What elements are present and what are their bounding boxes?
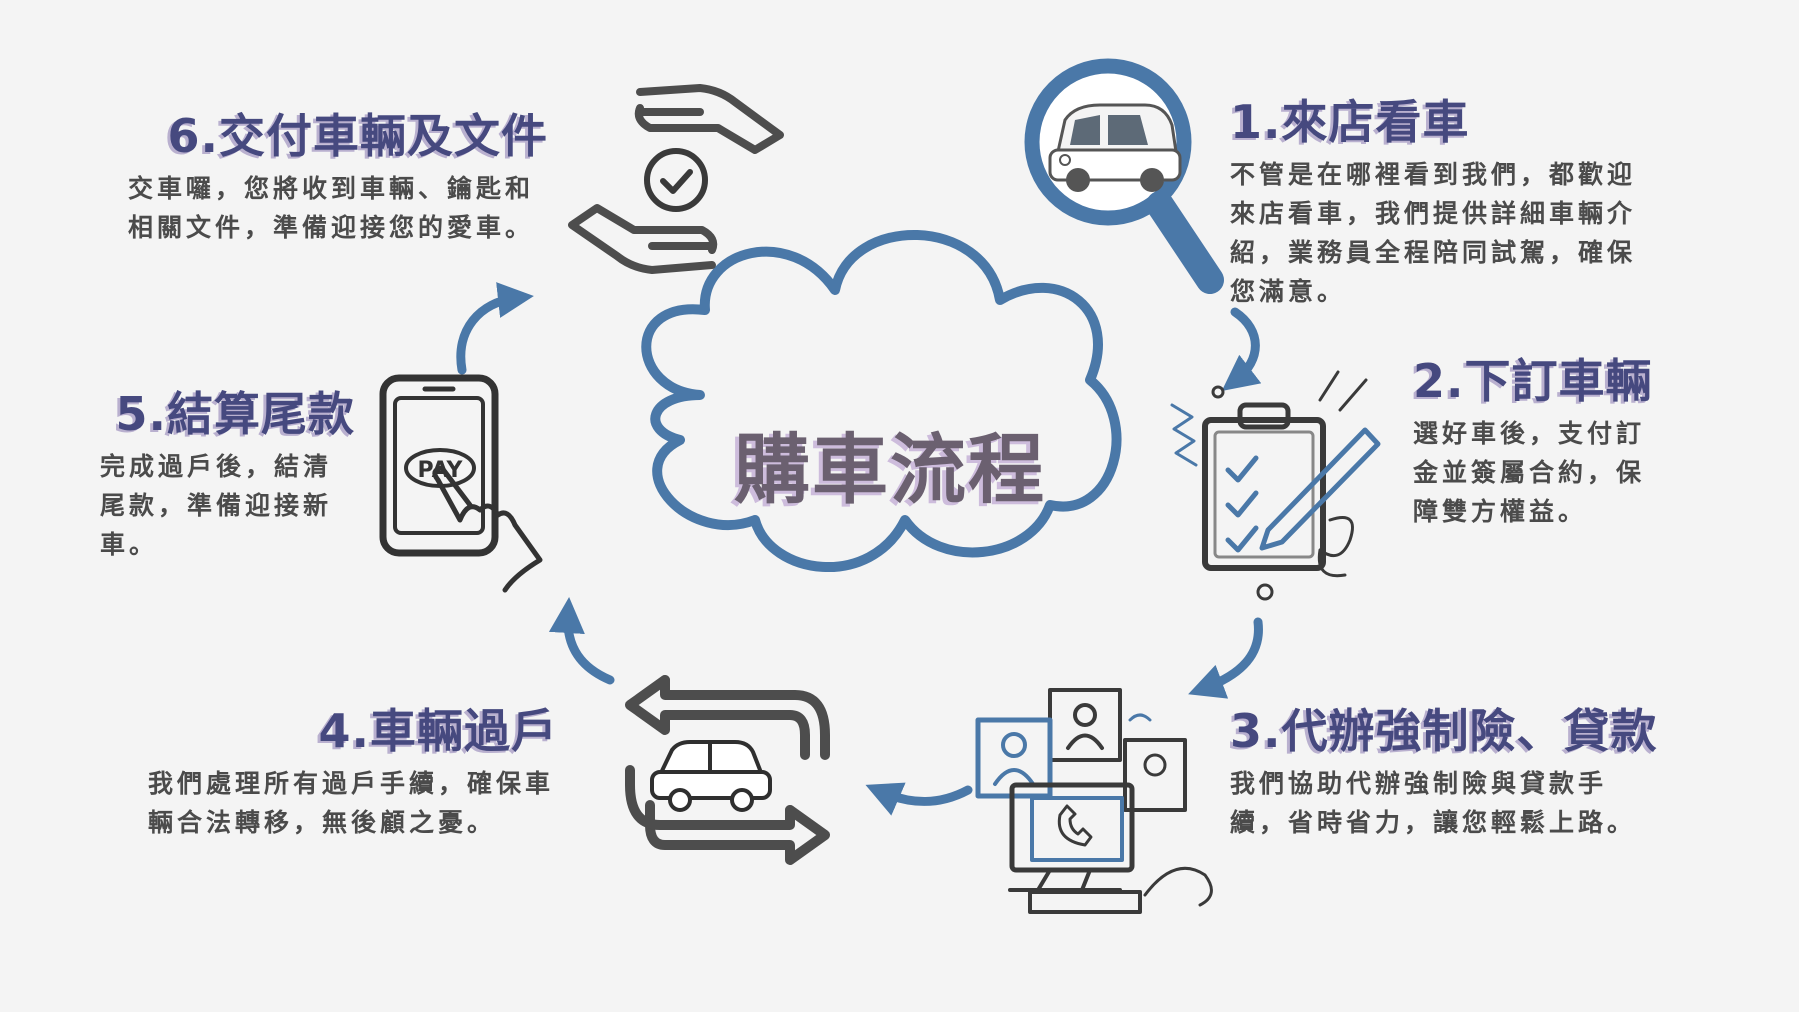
video-call-icon xyxy=(975,688,1213,914)
magnifier-car-icon xyxy=(1024,58,1224,294)
step-2: 2.下訂車輛 選好車後，支付訂金並簽屬合約，保障雙方權益。 xyxy=(1413,355,1673,531)
step-4: 4.車輛過戶 我們處理所有過戶手續，確保車輛合法轉移，無後顧之憂。 xyxy=(148,705,558,842)
step-1: 1.來店看車 不管是在哪裡看到我們，都歡迎來店看車，我們提供詳細車輛介紹，業務員… xyxy=(1230,96,1650,311)
arrow-1-to-2 xyxy=(1221,307,1262,391)
arrow-4-to-5 xyxy=(548,597,615,685)
center-title: 購車流程 xyxy=(734,425,1046,514)
car-icon xyxy=(650,740,772,812)
step-2-desc: 選好車後，支付訂金並簽屬合約，保障雙方權益。 xyxy=(1413,418,1646,526)
step-4-desc: 我們處理所有過戶手續，確保車輛合法轉移，無後顧之憂。 xyxy=(148,768,555,837)
hands-check-icon xyxy=(568,84,784,274)
step-6-title: 6.交付車輛及文件 xyxy=(167,109,548,163)
arrow-3-to-4 xyxy=(865,782,973,816)
cloud-shape xyxy=(641,230,1122,572)
step-5-title: 5.結算尾款 xyxy=(115,387,355,441)
step-5-desc: 完成過戶後，結清尾款，準備迎接新車。 xyxy=(100,451,333,559)
arrow-5-to-6 xyxy=(456,282,534,375)
step-1-desc: 不管是在哪裡看到我們，都歡迎來店看車，我們提供詳細車輛介紹，業務員全程陪同試駕，… xyxy=(1230,159,1637,306)
step-5: 5.結算尾款 完成過戶後，結清尾款，準備迎接新車。 xyxy=(100,388,355,564)
step-2-title: 2.下訂車輛 xyxy=(1413,354,1653,408)
step-3: 3.代辦強制險、貸款 我們協助代辦強制險與貸款手續，省時省力，讓您輕鬆上路。 xyxy=(1230,704,1658,842)
step-4-title: 4.車輛過戶 xyxy=(318,704,558,758)
step-3-title: 3.代辦強制險、貸款 xyxy=(1230,704,1658,758)
step-6: 6.交付車輛及文件 交車囉，您將收到車輛、鑰匙和相關文件，準備迎接您的愛車。 xyxy=(128,110,548,247)
step-3-desc: 我們協助代辦強制險與貸款手續，省時省力，讓您輕鬆上路。 xyxy=(1230,768,1637,837)
clipboard-pen-icon xyxy=(1170,370,1381,601)
step-1-title: 1.來店看車 xyxy=(1230,95,1470,149)
phone-pay-icon: PAY xyxy=(379,374,543,593)
arrow-2-to-3 xyxy=(1188,617,1263,699)
car-transfer-arrows-icon xyxy=(625,675,830,865)
step-6-desc: 交車囉，您將收到車輛、鑰匙和相關文件，準備迎接您的愛車。 xyxy=(128,173,535,242)
